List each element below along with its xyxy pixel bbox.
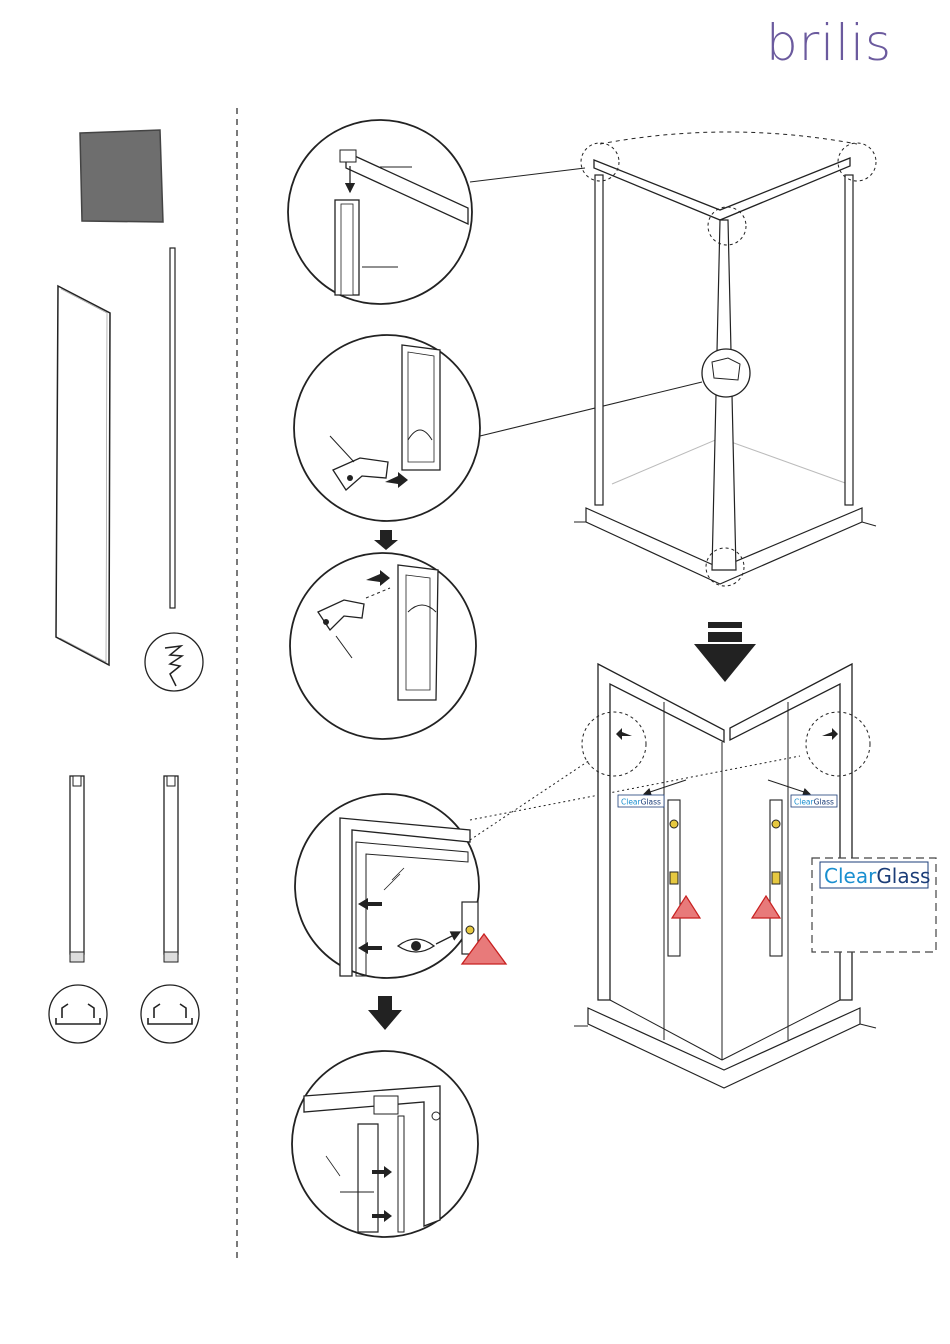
detail-clamp-fixed: [290, 553, 476, 739]
detail-seal-insert: [292, 1051, 478, 1237]
clearglass-logo: ClearGlass: [824, 864, 930, 888]
svg-text:ClearGlass: ClearGlass: [621, 798, 661, 807]
glass-panel: [56, 286, 110, 665]
down-arrow-icon: [374, 530, 398, 550]
detail-clamp-insert: [294, 335, 702, 521]
wall-profile-right: [164, 776, 178, 954]
seal-strip: [170, 248, 175, 608]
big-down-arrow-icon: [694, 622, 756, 682]
clearglass-label-box: ClearGlass: [812, 858, 936, 952]
color-swatch: [80, 130, 163, 222]
profile-section-right: [141, 985, 199, 1043]
wall-profile-left: [70, 776, 84, 954]
detail-marking-check: [295, 756, 800, 978]
detail-top-joint: [288, 120, 585, 304]
svg-text:ClearGlass: ClearGlass: [794, 798, 834, 807]
parts-list: [49, 130, 203, 1043]
profile-section-left: [49, 985, 107, 1043]
enclosure-frame-top: [574, 132, 876, 586]
down-arrow-icon-2: [368, 996, 402, 1030]
